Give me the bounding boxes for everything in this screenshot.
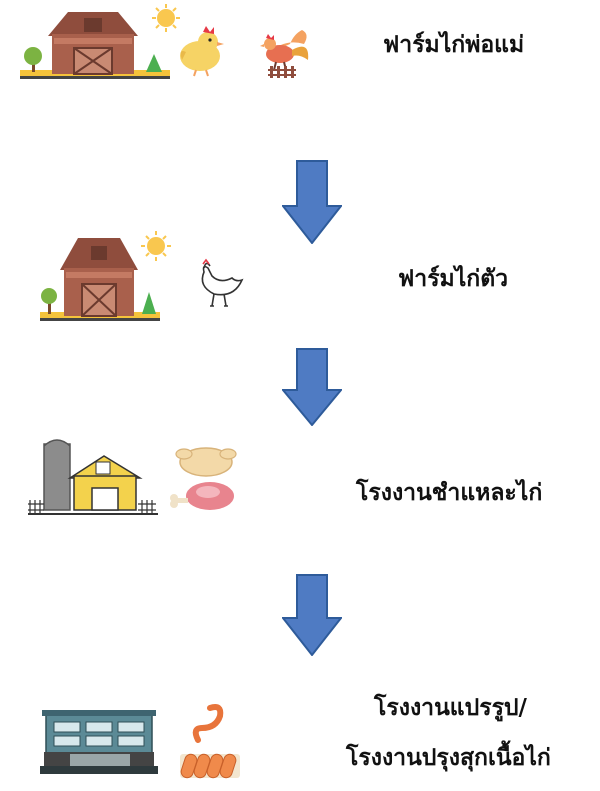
rooster-icon: [260, 30, 309, 71]
sausage-icon: [192, 704, 224, 743]
pine-tree-icon: [142, 292, 156, 314]
stage-label-slaughterhouse: โรงงานชำแหละไก่: [356, 480, 543, 506]
down-arrow-2: [282, 348, 342, 426]
stage-label-processing-plant-line2: โรงงานปรุงสุกเนื้อไก่: [346, 745, 551, 771]
processing-plant-icon: [67, 455, 143, 511]
stage-label-parent-farm: ฟาร์มไก่พ่อแม่: [383, 32, 525, 58]
ground-line: [28, 513, 158, 515]
tree-icon: [41, 288, 57, 314]
sun-icon: [152, 4, 180, 32]
processing-plant-illustration: [40, 704, 240, 779]
silo-icon: [43, 439, 71, 511]
hen-icon: [180, 26, 224, 77]
down-arrow-3: [282, 574, 342, 656]
sausage-tray-icon: [180, 753, 240, 779]
ground-line: [20, 76, 170, 79]
ground-line: [40, 318, 160, 321]
fence-icon: [268, 66, 296, 78]
sun-icon: [141, 231, 171, 261]
chicken-icon: [201, 258, 244, 307]
down-arrow-1: [282, 160, 342, 244]
barn-icon: [48, 12, 138, 75]
broiler-farm-illustration: [40, 231, 244, 321]
slaughterhouse-illustration: [28, 439, 237, 515]
meat-icon: [170, 482, 234, 510]
stage-label-processing-plant-line1: โรงงานแปรรูป/: [374, 695, 527, 721]
pine-tree-icon: [146, 54, 162, 72]
barn-icon: [60, 238, 138, 317]
stage-label-broiler-farm: ฟาร์มไก่ตัว: [398, 266, 509, 292]
parent-farm-illustration: [20, 4, 309, 79]
fence-icon: [28, 500, 156, 514]
raw-chicken-icon: [175, 447, 237, 477]
factory-building-icon: [40, 710, 158, 774]
tree-icon: [24, 47, 42, 72]
